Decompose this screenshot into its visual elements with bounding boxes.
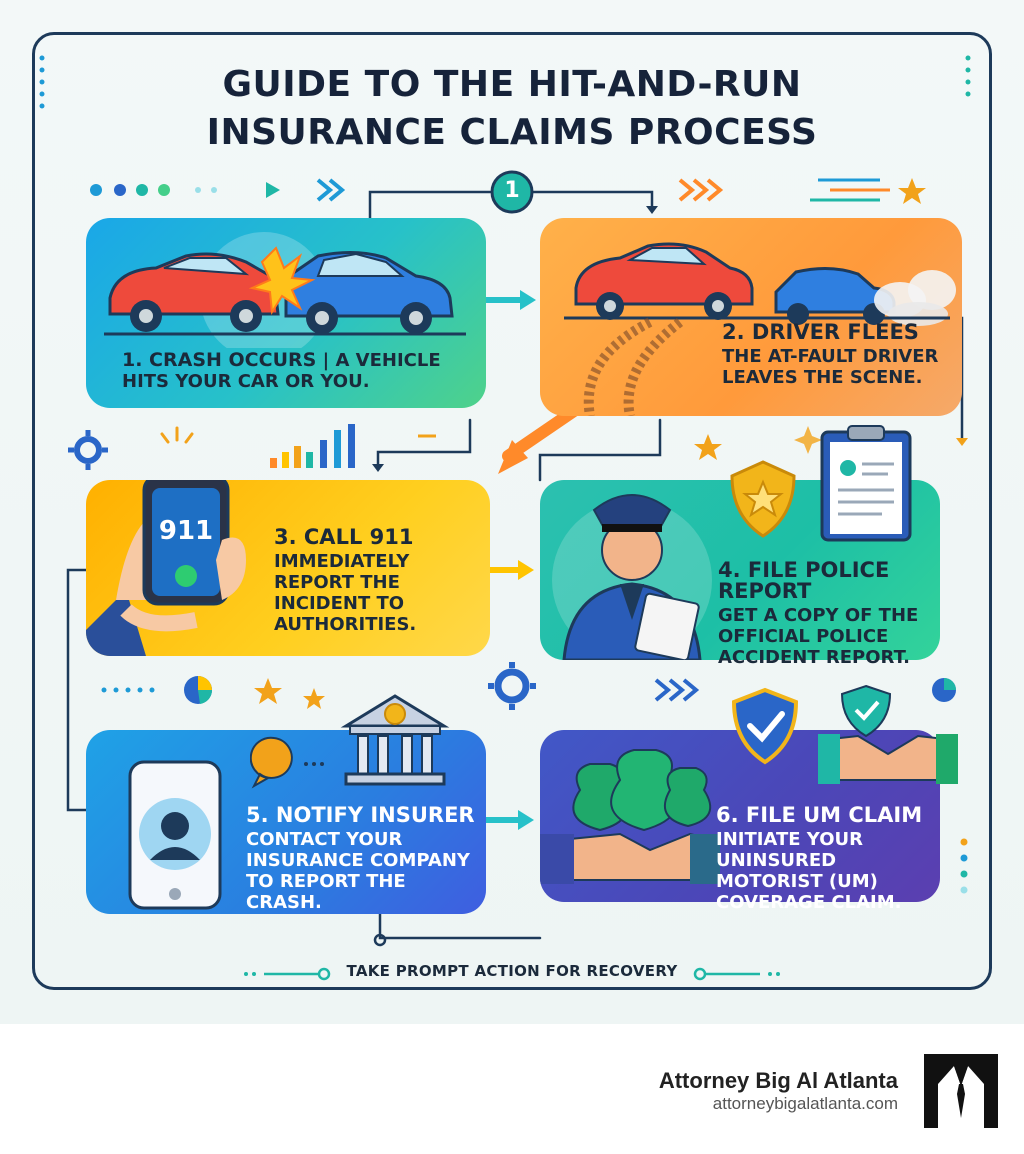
step-5-description: CONTACT YOUR INSURANCE COMPANY TO REPORT… <box>246 829 470 913</box>
step-6-text: 6. FILE UM CLAIM INITIATE YOUR UNINSURED… <box>716 803 936 914</box>
step-card-file-um-claim <box>540 730 940 902</box>
step-5-heading: 5. NOTIFY INSURER <box>246 803 475 827</box>
outer-frame <box>32 32 992 990</box>
clipboard-report-icon <box>820 425 912 542</box>
police-badge-icon <box>730 460 796 538</box>
car-crash-icon <box>104 232 466 348</box>
chat-phone-icon <box>250 736 324 789</box>
step-1-description: | A VEHICLE HITS YOUR CAR OR YOU. <box>122 350 441 392</box>
infographic: 1 GUIDE TO THE HIT-AND-RUN INSURANCE CLA… <box>0 0 1024 1024</box>
alarm-rays-icon <box>160 426 194 444</box>
emergency-number: 911 <box>158 516 214 546</box>
step-card-crash <box>86 218 486 408</box>
connector-lines <box>39 55 971 981</box>
phone-in-hand-icon <box>86 480 246 656</box>
page-title-line-2: INSURANCE CLAIMS PROCESS <box>206 112 818 153</box>
call-to-action: TAKE PROMPT ACTION FOR RECOVERY <box>346 962 678 980</box>
step-4-heading: 4. FILE POLICE REPORT <box>718 558 890 603</box>
step-2-description: THE AT-FAULT DRIVER LEAVES THE SCENE. <box>722 346 939 388</box>
step-badge-number: 1 <box>504 178 520 203</box>
suit-tie-icon <box>938 1064 984 1128</box>
step-3-text: 3. CALL 911 IMMEDIATELY REPORT THE INCID… <box>274 525 484 636</box>
police-officer-icon <box>552 494 712 660</box>
step-badge <box>490 170 534 214</box>
step-2-text: 2. DRIVER FLEES THE AT-FAULT DRIVER LEAV… <box>722 320 942 389</box>
step-3-heading: 3. CALL 911 <box>274 525 414 549</box>
step-3-description: IMMEDIATELY REPORT THE INCIDENT TO AUTHO… <box>274 551 417 635</box>
step-4-description: GET A COPY OF THE OFFICIAL POLICE ACCIDE… <box>718 605 919 668</box>
step-1-text: 1. CRASH OCCURS | A VEHICLE HITS YOUR CA… <box>122 349 472 393</box>
handshake-shield-icon <box>818 684 958 784</box>
step-card-driver-flees <box>540 218 962 416</box>
step-card-police-report <box>540 480 940 660</box>
step-4-text: 4. FILE POLICE REPORT GET A COPY OF THE … <box>718 558 940 669</box>
step-6-heading: 6. FILE UM CLAIM <box>716 803 923 827</box>
brand-name: Attorney Big Al Atlanta <box>658 1068 898 1093</box>
brand-url[interactable]: attorneybigalatlanta.com <box>712 1094 898 1113</box>
brand-logo <box>924 1054 998 1128</box>
agent-on-phone-icon <box>128 760 222 910</box>
step-card-call-911: 911 <box>86 480 490 656</box>
shield-check-icon <box>731 687 799 765</box>
step-6-description: INITIATE YOUR UNINSURED MOTORIST (UM) CO… <box>716 829 902 913</box>
money-handshake-icon <box>540 749 720 884</box>
step-5-text: 5. NOTIFY INSURER CONTACT YOUR INSURANCE… <box>246 803 476 914</box>
bank-building-icon <box>340 694 450 786</box>
step-1-heading: 1. CRASH OCCURS <box>122 349 317 371</box>
fleeing-car-icon <box>564 242 956 416</box>
brand-bar <box>0 1024 1024 1154</box>
page-title-line-1: GUIDE TO THE HIT-AND-RUN <box>222 64 802 105</box>
step-2-heading: 2. DRIVER FLEES <box>722 320 919 344</box>
